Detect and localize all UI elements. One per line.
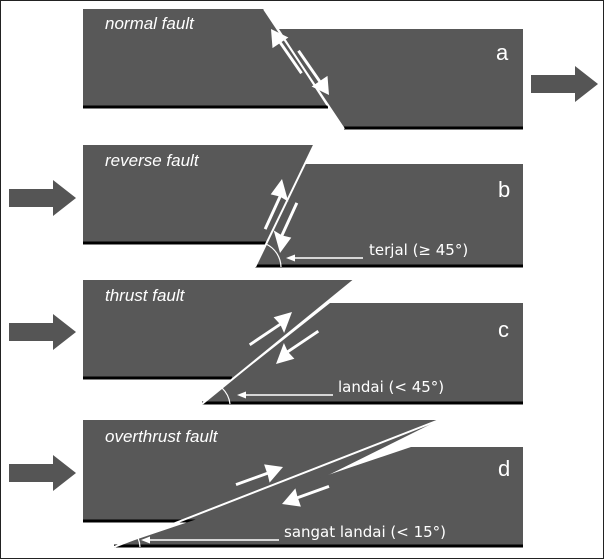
push-arrow-left-d [9,455,76,491]
push-arrow-right-a [531,66,598,102]
panel-letter-b: b [498,177,511,202]
push-arrow-left-b [9,180,76,216]
fault-plane-c [201,279,355,405]
dip-angle-arc-d [137,537,141,548]
hanging-wall-block-a [83,9,328,108]
arrow-up-c [248,312,292,346]
arrow-up-b [263,179,289,230]
dip-label-c: landai (< 45°) [338,378,445,396]
fault-label-d: overthrust fault [105,427,218,446]
arrow-up-d [235,464,283,486]
arrow-up-a [271,29,303,75]
dip-angle-arc-c [221,387,231,405]
hanging-wall-block-b [83,145,314,244]
footwall-block-a [279,29,523,129]
push-arrow-left-c [9,314,76,350]
arrow-down-a [297,49,329,95]
hanging-wall-block-d [83,420,439,522]
panel-letter-d: d [498,456,511,481]
footwall-block-b [255,164,523,267]
arrow-down-b [273,202,299,253]
dip-angle-arc-b [265,243,282,268]
fault-plane-d [113,419,440,548]
footwall-block-d [114,447,523,547]
hanging-wall-block-c [83,280,354,379]
fault-label-a: normal fault [105,14,194,33]
dip-pointer-arrow-c [237,391,333,399]
dip-pointer-arrow-d [141,536,279,544]
panel-d [9,419,523,548]
footwall-block-c [202,303,523,404]
panel-c [9,279,523,405]
fault-plane-a [263,8,345,130]
panel-a [83,8,598,130]
panel-letter-a: a [496,40,509,65]
panel-letter-c: c [498,317,509,342]
dip-label-d: sangat landai (< 15°) [284,523,447,541]
arrow-down-c [276,330,320,364]
fault-plane-b [254,144,315,268]
panel-b [9,144,523,268]
arrow-down-d [282,485,330,507]
fault-label-b: reverse fault [105,151,199,170]
dip-pointer-arrow-b [286,254,363,262]
dip-label-b: terjal (≥ 45°) [369,241,469,259]
fault-label-c: thrust fault [105,286,185,305]
